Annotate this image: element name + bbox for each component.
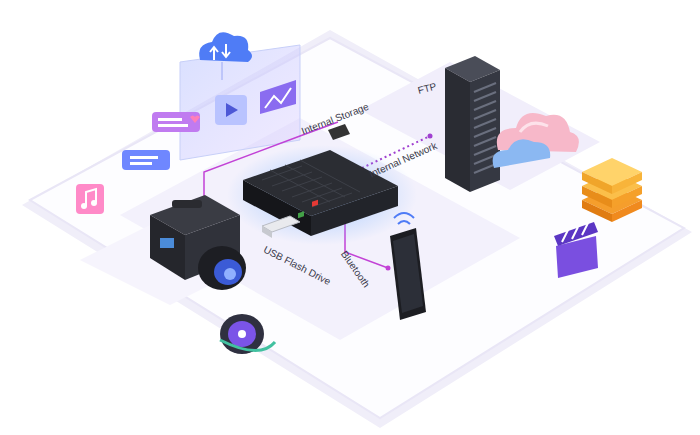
server-front [470, 70, 500, 192]
led [298, 211, 304, 218]
usb-stick [262, 226, 272, 238]
clapper-stripe [562, 223, 588, 242]
platform-shadow [22, 30, 692, 428]
data-stack [582, 158, 642, 222]
leader-dot [428, 134, 433, 139]
camera-screen [160, 238, 174, 248]
led [312, 200, 318, 207]
camera-glass [214, 259, 242, 285]
play-icon [226, 103, 238, 117]
stem [222, 62, 223, 80]
leader-dot [386, 266, 391, 271]
music-note [86, 189, 96, 206]
chat-line [158, 118, 182, 121]
image-tile [260, 80, 296, 114]
device-side [311, 186, 398, 236]
heart-icon [190, 116, 200, 124]
chat-line [158, 124, 188, 127]
film-reel [228, 321, 256, 347]
film-reel [238, 330, 246, 338]
sync-arrows [210, 44, 230, 60]
play-tile [215, 95, 247, 125]
image-icon [265, 88, 291, 108]
clapperboard-clap [554, 222, 598, 246]
phone-screen [393, 234, 423, 313]
camera-glass [224, 268, 236, 280]
device-side [243, 180, 311, 236]
chat-line [130, 162, 152, 165]
chat-line [130, 156, 158, 159]
sd-card [328, 124, 350, 140]
cloud [493, 139, 551, 168]
music-tile [76, 184, 104, 214]
camera-lens [198, 246, 246, 290]
server-side [445, 68, 470, 192]
chat-bubble [122, 150, 170, 170]
wifi-icon [394, 213, 414, 224]
camera-handle [172, 200, 202, 208]
cloud-icon [199, 32, 252, 62]
device-texture [262, 160, 360, 207]
platform [30, 38, 684, 418]
music-note [81, 203, 87, 209]
cloud-shine [520, 123, 548, 132]
film-strip [220, 340, 275, 351]
camera-body [150, 215, 185, 280]
music-note [91, 200, 97, 206]
phone [390, 228, 426, 320]
chat-bubble [152, 112, 200, 132]
